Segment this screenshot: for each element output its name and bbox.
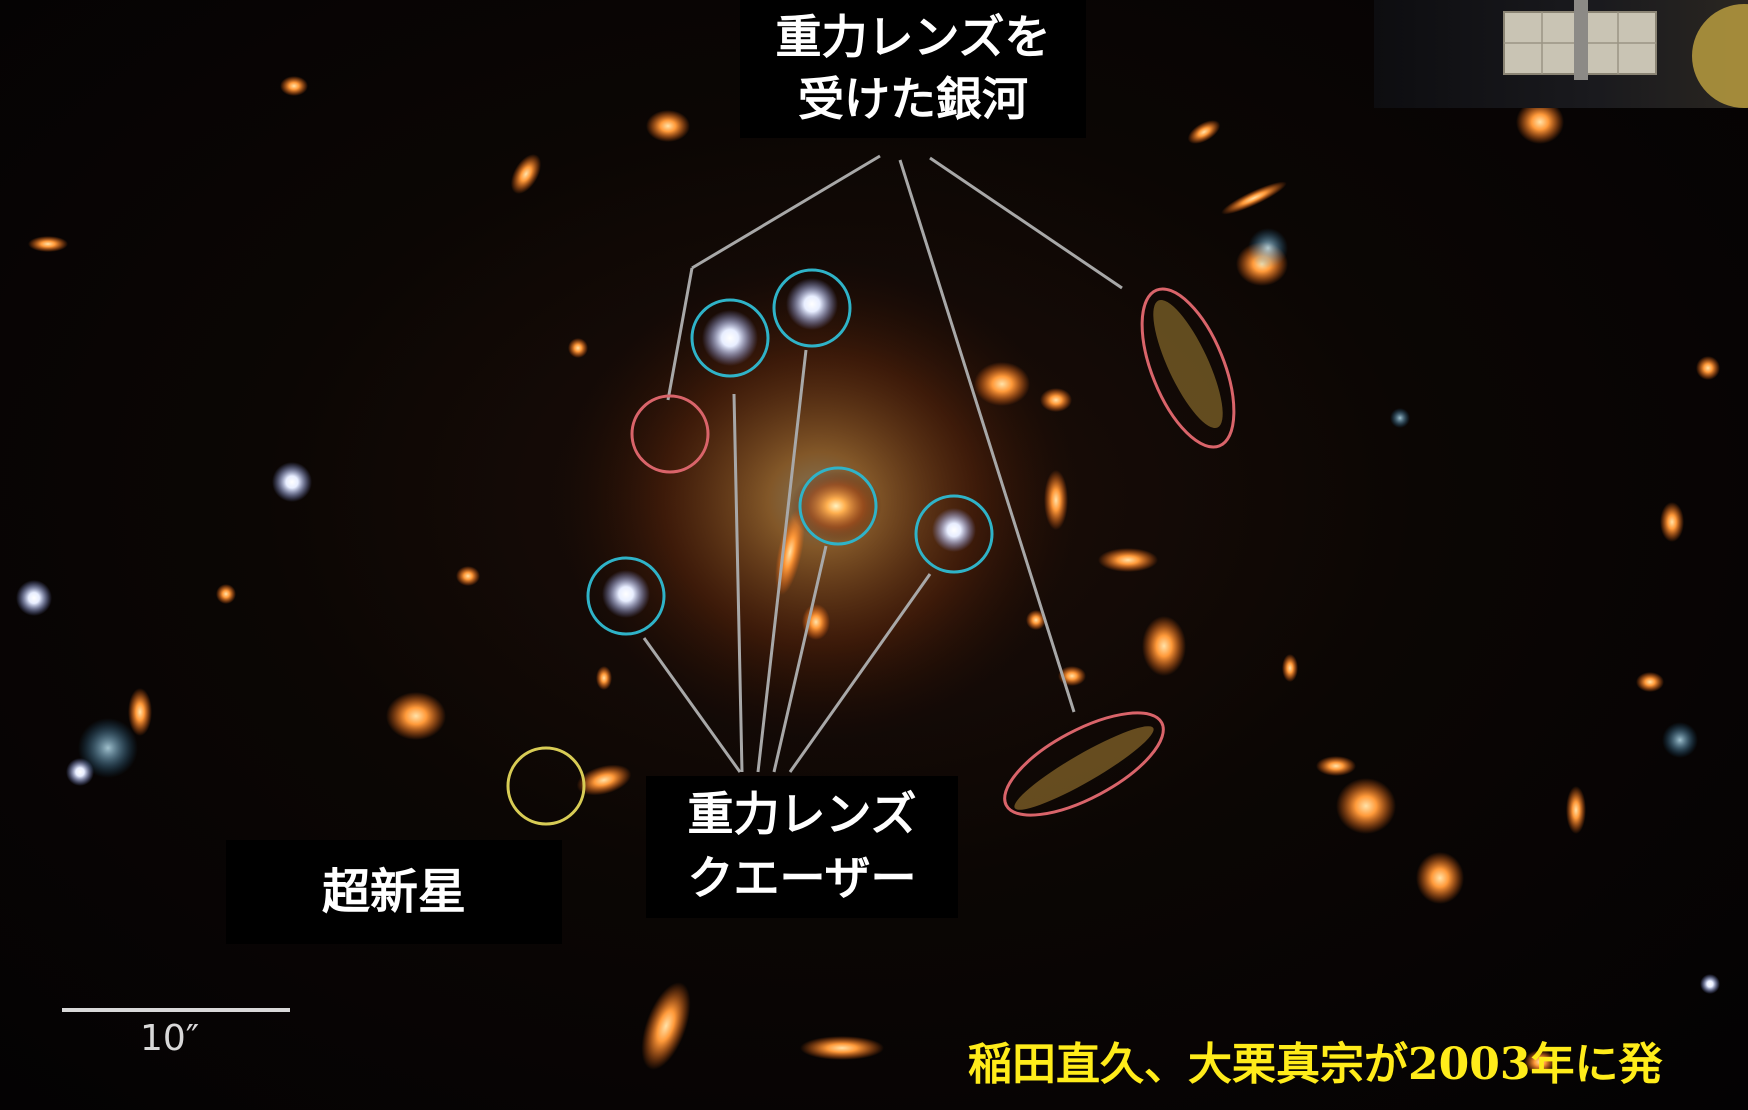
quasar-image-markers xyxy=(586,268,994,636)
scale-bar-label: 10″ xyxy=(140,1018,200,1059)
discovery-credit: 稲田直久、大栗真宗が2003年に発 xyxy=(968,1039,1663,1090)
lensed-quasar-label-line1: 重力レンズ xyxy=(687,787,917,841)
supernova-marker xyxy=(506,746,586,826)
lensed-galaxy-label-line2: 受けた銀河 xyxy=(798,72,1028,126)
supernova-label: 超新星 xyxy=(226,840,562,944)
lensed-galaxy-label-line1: 重力レンズを xyxy=(775,10,1051,64)
lensed-galaxy-markers xyxy=(630,287,1236,817)
lensed-quasar-label: 重力レンズ クエーザー xyxy=(646,776,958,918)
lensed-quasar-label-line2: クエーザー xyxy=(687,851,917,905)
telescope-inset xyxy=(1374,0,1748,108)
space-telescope-icon xyxy=(1503,0,1748,108)
lensed-galaxy-label: 重力レンズを 受けた銀河 xyxy=(740,0,1086,138)
